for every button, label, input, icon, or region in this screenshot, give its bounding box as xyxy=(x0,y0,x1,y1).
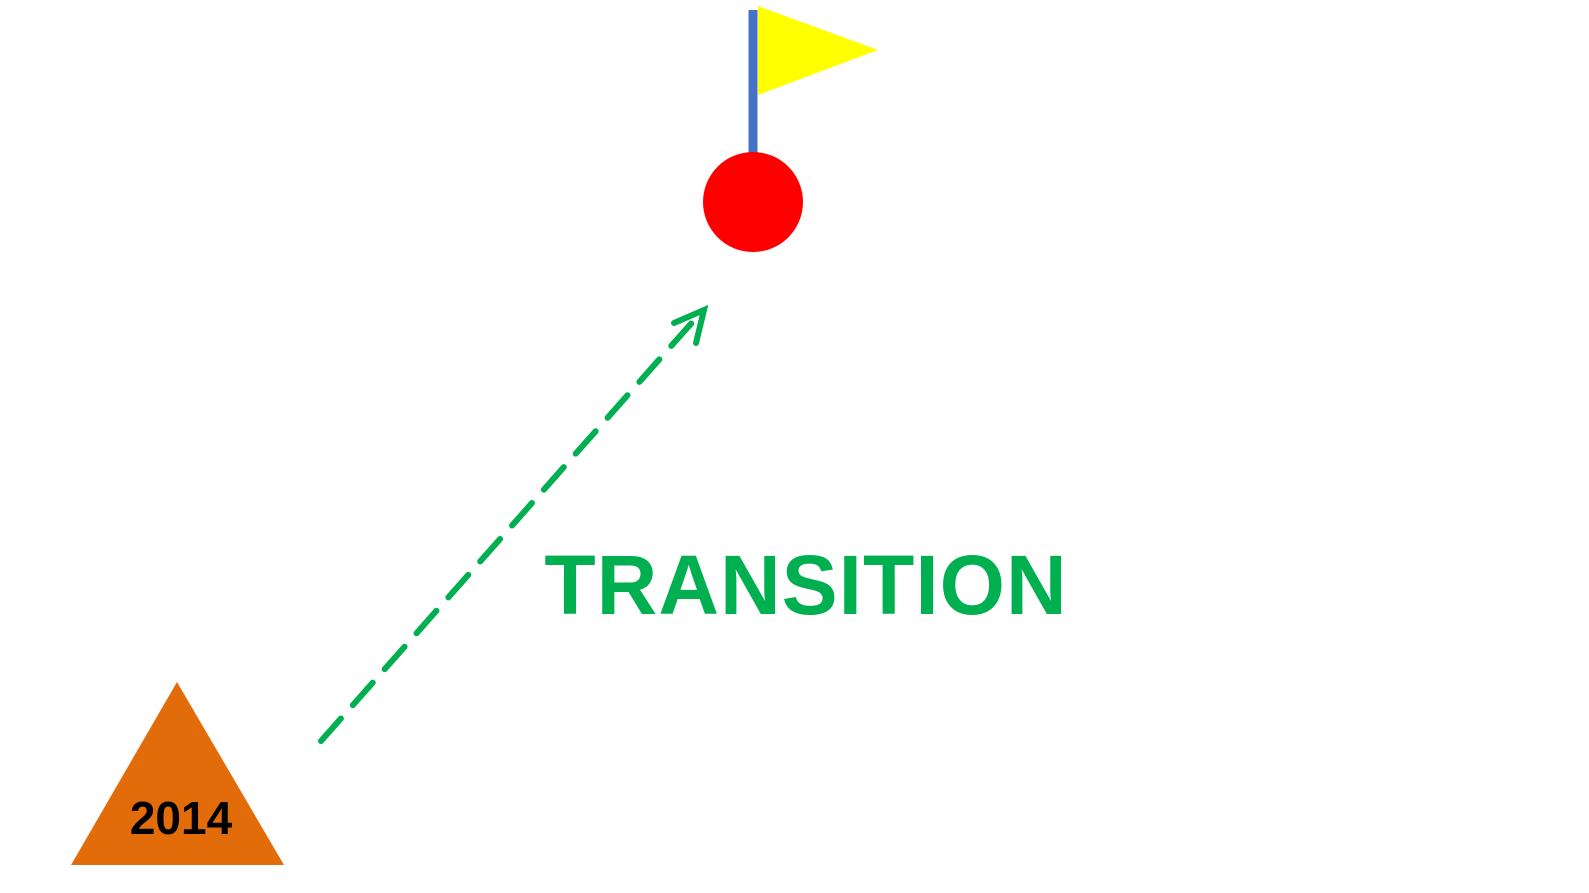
transition-arrow-head xyxy=(671,304,709,346)
flag-icon xyxy=(758,6,878,95)
goal-ball xyxy=(703,152,803,252)
transition-arrow-shaft xyxy=(318,315,699,744)
transition-label: TRANSITION xyxy=(544,538,1067,632)
start-year-label: 2014 xyxy=(130,792,233,844)
start-triangle xyxy=(71,682,284,865)
